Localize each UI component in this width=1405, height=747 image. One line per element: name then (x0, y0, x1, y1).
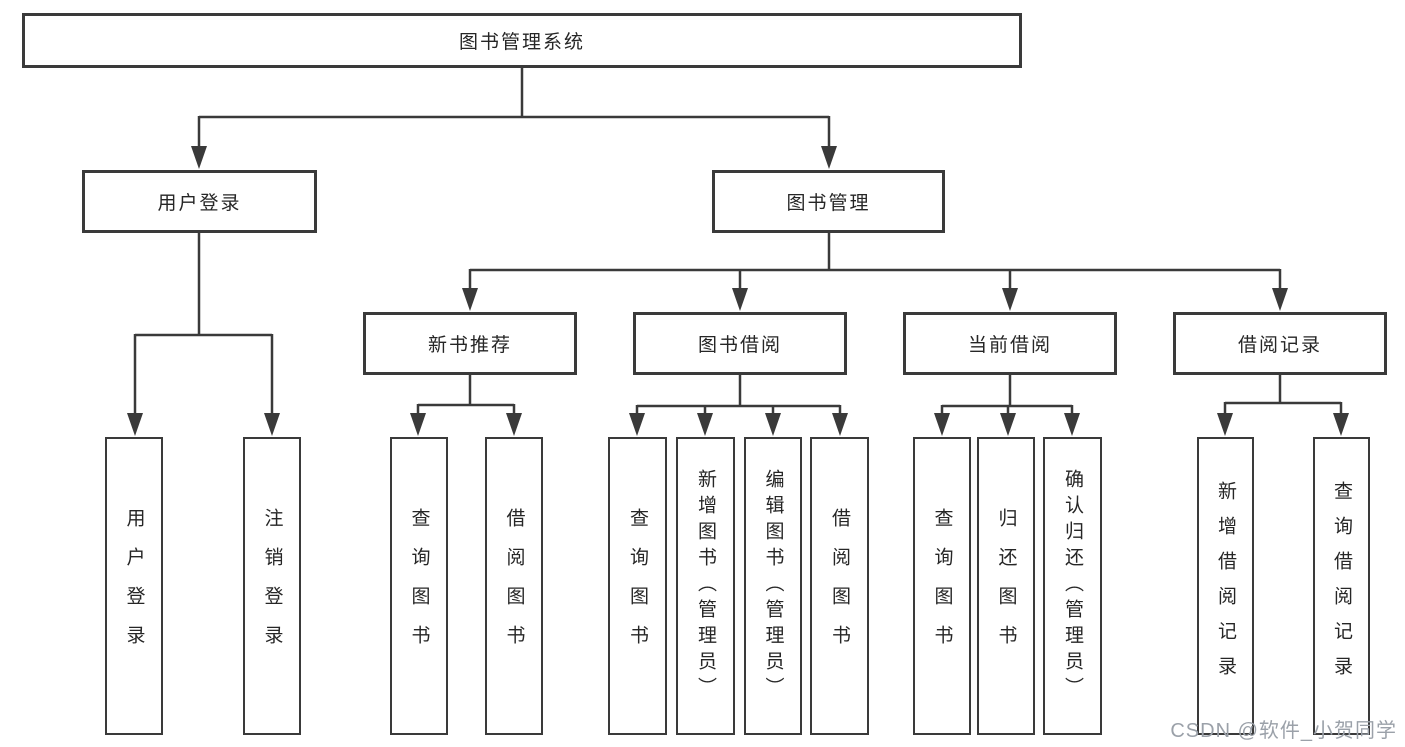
node-book-borrow: 图书借阅 (633, 312, 847, 375)
arrow-down-icon (934, 413, 950, 436)
node-new-book-recommend: 新书推荐 (363, 312, 577, 375)
arrow-down-icon (832, 413, 848, 436)
arrow-down-icon (821, 146, 837, 169)
arrowheads (127, 146, 1349, 436)
leaf-logout: 注销登录 (243, 437, 301, 735)
node-borrow-records: 借阅记录 (1173, 312, 1387, 375)
arrow-down-icon (1002, 288, 1018, 311)
arrow-down-icon (697, 413, 713, 436)
arrow-down-icon (629, 413, 645, 436)
arrow-down-icon (1217, 413, 1233, 436)
arrow-down-icon (191, 146, 207, 169)
watermark: CSDN @软件_小贺同学 (1170, 720, 1397, 742)
arrow-down-icon (264, 413, 280, 436)
leaf-return-books: 归还图书 (977, 437, 1035, 735)
arrow-down-icon (1064, 413, 1080, 436)
arrow-down-icon (506, 413, 522, 436)
leaf-borrow-books: 借阅图书 (810, 437, 869, 735)
node-current-borrow: 当前借阅 (903, 312, 1117, 375)
leaf-query-borrow-record: 查询借阅记录 (1313, 437, 1370, 735)
node-root: 图书管理系统 (22, 13, 1022, 68)
arrow-down-icon (462, 288, 478, 311)
node-book-management: 图书管理 (712, 170, 945, 233)
leaf-confirm-return-admin: 确认归还（管理员） (1043, 437, 1102, 735)
leaf-user-login: 用户登录 (105, 437, 163, 735)
leaf-borrow-books-recommend: 借阅图书 (485, 437, 543, 735)
arrow-down-icon (1000, 413, 1016, 436)
arrow-down-icon (765, 413, 781, 436)
leaf-query-books-borrow: 查询图书 (608, 437, 667, 735)
arrow-down-icon (127, 413, 143, 436)
leaf-add-borrow-record: 新增借阅记录 (1197, 437, 1254, 735)
arrow-down-icon (1333, 413, 1349, 436)
leaf-query-books-recommend: 查询图书 (390, 437, 448, 735)
arrow-down-icon (1272, 288, 1288, 311)
leaf-query-books-current: 查询图书 (913, 437, 971, 735)
arrow-down-icon (732, 288, 748, 311)
node-user-login: 用户登录 (82, 170, 317, 233)
leaf-add-books-admin: 新增图书（管理员） (676, 437, 735, 735)
leaf-edit-books-admin: 编辑图书（管理员） (744, 437, 802, 735)
arrow-down-icon (410, 413, 426, 436)
